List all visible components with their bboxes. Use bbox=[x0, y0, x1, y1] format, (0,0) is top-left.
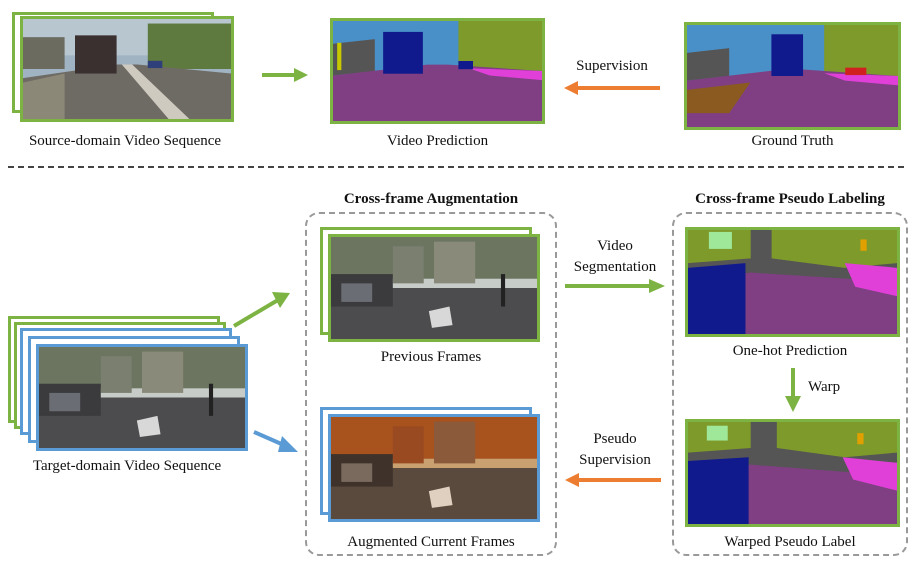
warp-arrow bbox=[785, 368, 801, 412]
ground-truth-seg-image bbox=[687, 25, 898, 127]
source-to-prediction-arrow bbox=[262, 68, 308, 82]
source-frame-front bbox=[20, 16, 234, 122]
pseudo-sup-label-line1: Pseudo bbox=[593, 431, 637, 447]
ground-truth-frame bbox=[684, 22, 901, 130]
previous-street-image bbox=[331, 237, 537, 339]
video-segmentation-arrow bbox=[565, 279, 665, 293]
target-label: Target-domain Video Sequence bbox=[32, 458, 222, 474]
supervision-label: Supervision bbox=[576, 58, 648, 74]
prediction-label: Video Prediction bbox=[386, 133, 489, 149]
video-seg-label-line1: Video bbox=[597, 238, 633, 254]
prediction-frame bbox=[330, 18, 545, 124]
augmented-street-image bbox=[331, 417, 537, 519]
pseudo-supervision-arrow bbox=[565, 473, 661, 487]
warped-frame bbox=[685, 419, 900, 527]
warped-seg-image bbox=[688, 422, 897, 524]
previous-frame-front bbox=[328, 234, 540, 342]
augmented-frame-front bbox=[328, 414, 540, 522]
source-label: Source-domain Video Sequence bbox=[28, 133, 222, 149]
onehot-frame bbox=[685, 227, 900, 337]
previous-frames-label: Previous Frames bbox=[380, 349, 482, 365]
augmented-frames-label: Augmented Current Frames bbox=[347, 534, 515, 550]
pseudo-labeling-group bbox=[672, 212, 908, 556]
warped-label: Warped Pseudo Label bbox=[724, 534, 856, 550]
target-to-augmented-arrow bbox=[253, 430, 298, 452]
augmentation-title: Cross-frame Augmentation bbox=[343, 191, 519, 207]
prediction-seg-image bbox=[333, 21, 542, 121]
supervision-arrow bbox=[564, 81, 660, 95]
source-street-image bbox=[23, 19, 231, 119]
warp-label: Warp bbox=[808, 379, 841, 395]
target-street-image bbox=[39, 347, 245, 448]
target-to-previous-arrow bbox=[232, 292, 290, 328]
onehot-label: One-hot Prediction bbox=[732, 343, 848, 359]
pseudo-labeling-title: Cross-frame Pseudo Labeling bbox=[695, 191, 885, 207]
section-separator bbox=[8, 166, 904, 168]
onehot-seg-image bbox=[688, 230, 897, 334]
augmentation-group bbox=[305, 212, 557, 556]
video-seg-label-line2: Segmentation bbox=[573, 259, 657, 275]
pseudo-sup-label-line2: Supervision bbox=[579, 452, 651, 468]
target-frame-front bbox=[36, 344, 248, 451]
ground-truth-label: Ground Truth bbox=[751, 133, 834, 149]
